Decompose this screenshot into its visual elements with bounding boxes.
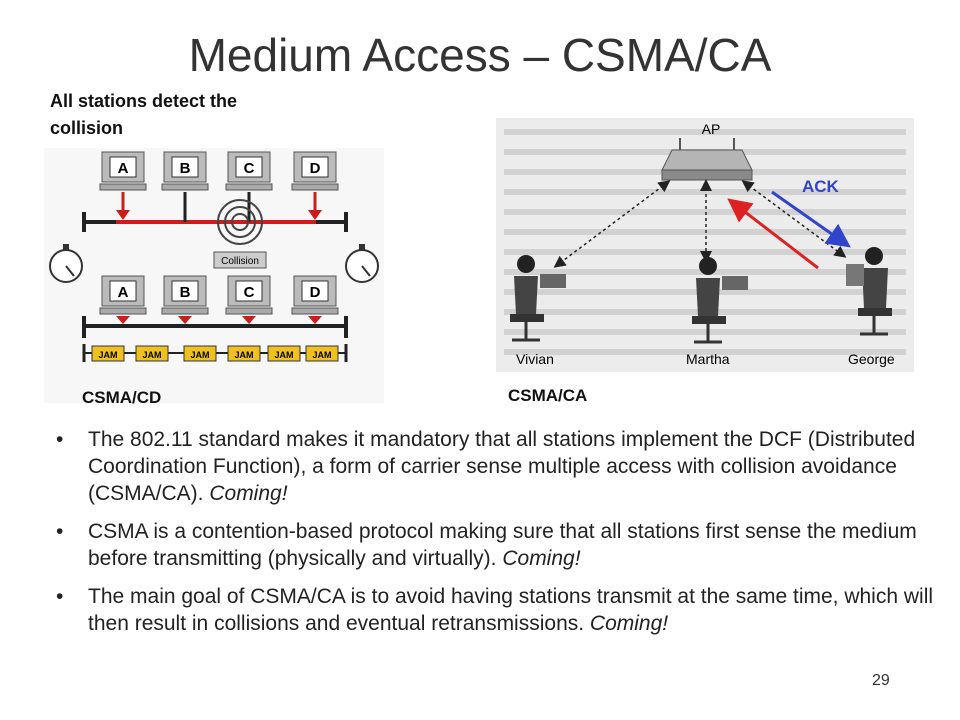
bullet-emphasis: Coming! <box>589 612 669 635</box>
station-b-top: B <box>161 151 209 222</box>
station-b-bottom: B <box>161 275 209 324</box>
csma-ca-label: CSMA/CA <box>508 386 588 405</box>
bullet-item: • The 802.11 standard makes it mandatory… <box>54 426 934 507</box>
station-label-a-bottom: A <box>118 284 129 301</box>
bullet-dot: • <box>56 585 64 608</box>
csma-ca-diagram: AP ACK <box>496 118 914 372</box>
george-person-icon <box>846 247 892 336</box>
jam-label: JAM <box>190 350 209 360</box>
bullet-emphasis: Coming! <box>502 547 581 570</box>
csma-cd-illustration: A B C D <box>44 148 384 403</box>
jam-label: JAM <box>98 350 117 360</box>
stopwatch-left-icon <box>49 244 83 283</box>
station-label-c: C <box>244 160 255 177</box>
bullet-list: • The 802.11 standard makes it mandatory… <box>54 426 934 648</box>
bullet-item: • CSMA is a contention-based protocol ma… <box>54 518 934 572</box>
left-figure-caption: All stations detect the collision <box>50 88 237 142</box>
caption-line-1: All stations detect the <box>50 91 238 111</box>
jam-label: JAM <box>274 350 293 360</box>
station-label-b-bottom: B <box>180 284 191 301</box>
jam-label: JAM <box>142 350 161 360</box>
ack-label: ACK <box>802 177 840 196</box>
ap-label: AP <box>702 121 721 137</box>
jam-signals: JAM JAM JAM JAM JAM JAM <box>91 345 339 362</box>
martha-person-icon <box>692 257 748 344</box>
vivian-person-icon <box>510 255 566 342</box>
station-label-d: D <box>310 160 321 177</box>
station-a-bottom: A <box>99 275 147 324</box>
vivian-label: Vivian <box>516 351 554 367</box>
ack-arrow <box>771 190 851 248</box>
collision-burst-icon: Collision <box>213 199 267 269</box>
slide-title: Medium Access – CSMA/CA <box>188 29 772 81</box>
station-c-top: C <box>225 151 273 222</box>
station-a-top: A <box>99 151 147 220</box>
stopwatch-right-icon <box>345 244 379 283</box>
collision-label: Collision <box>221 256 259 267</box>
csma-cd-diagram: A B C D <box>44 148 384 403</box>
bullet-item: • The main goal of CSMA/CA is to avoid h… <box>54 583 934 637</box>
george-label: George <box>848 351 895 367</box>
station-label-d-bottom: D <box>310 284 321 301</box>
bullet-emphasis: Coming! <box>209 482 288 505</box>
data-arrow <box>727 198 819 270</box>
station-d-top: D <box>291 151 339 220</box>
caption-line-2: collision <box>50 118 124 138</box>
station-label-c-bottom: C <box>244 284 255 301</box>
csma-cd-label: CSMA/CD <box>82 388 162 407</box>
jam-label: JAM <box>312 350 331 360</box>
bullet-dot: • <box>56 428 64 451</box>
bullet-text: The main goal of CSMA/CA is to avoid hav… <box>88 585 934 635</box>
bullet-text: CSMA is a contention-based protocol maki… <box>88 520 917 570</box>
station-label-a: A <box>118 160 129 177</box>
bullet-dot: • <box>56 520 64 543</box>
station-c-bottom: C <box>225 275 273 324</box>
page-number: 29 <box>872 672 890 689</box>
station-label-b: B <box>180 160 191 177</box>
csma-ca-illustration: AP ACK <box>496 118 914 372</box>
station-d-bottom: D <box>291 275 339 324</box>
bullet-text: The 802.11 standard makes it mandatory t… <box>88 428 916 505</box>
jam-label: JAM <box>234 350 253 360</box>
martha-label: Martha <box>686 351 730 367</box>
